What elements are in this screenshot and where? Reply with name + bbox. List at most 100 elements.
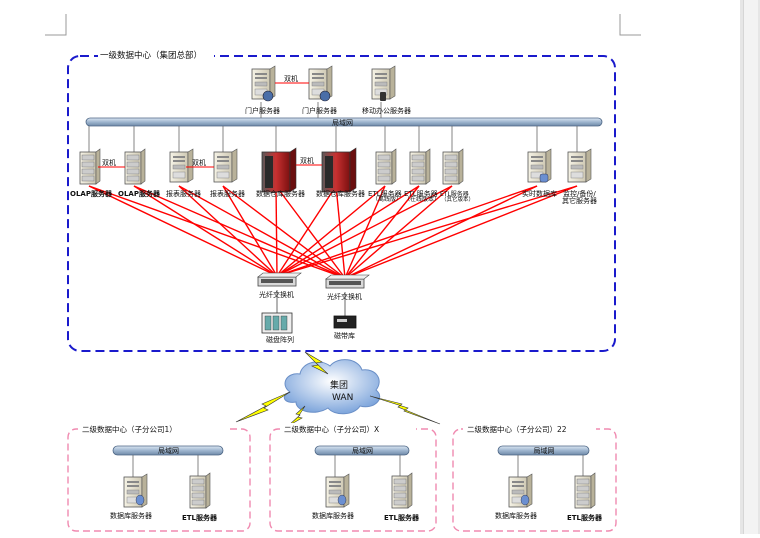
top-server-portal-1 bbox=[251, 65, 276, 118]
branch-lan-bar bbox=[314, 445, 410, 456]
server-label-9: ETL服务器 bbox=[440, 190, 469, 198]
page-corner-marks bbox=[45, 14, 641, 36]
server-label-8: ETL服务器 bbox=[404, 189, 438, 198]
disk-array-label: 磁盘阵列 bbox=[266, 335, 294, 344]
fiber-links bbox=[88, 185, 578, 279]
hq-lan-label: 局域网 bbox=[332, 118, 353, 127]
server-label-3: 报表服务器 bbox=[166, 189, 201, 198]
branch-lan-label: 局域网 bbox=[158, 446, 179, 455]
fiber-link bbox=[133, 185, 278, 277]
fiber-link bbox=[275, 185, 346, 279]
server-label-6: 数据仓库服务器 bbox=[316, 189, 365, 198]
server-6 bbox=[321, 126, 357, 193]
branch-db-server bbox=[508, 473, 533, 508]
branch-db-server bbox=[325, 473, 350, 508]
scrollbar-thumb[interactable] bbox=[743, 0, 758, 534]
dual-label-olap: 双机 bbox=[102, 158, 116, 167]
fiber-link bbox=[178, 185, 278, 277]
portal-label-1: 门户服务器 bbox=[245, 106, 280, 115]
branch-etl-label: ETL服务器 bbox=[384, 513, 420, 522]
branch-db-label: 数据库服务器 bbox=[110, 511, 152, 520]
server-7 bbox=[375, 126, 397, 185]
fiber-link bbox=[344, 185, 420, 279]
hq-title: 一级数据中心（集团总部） bbox=[100, 50, 202, 61]
network-diagram: 一级数据中心（集团总部） 局域网 门户服务器 门户服务器 双机 移动办公服务器 … bbox=[45, 14, 641, 532]
fiber-link bbox=[344, 185, 453, 279]
wan-line2: WAN bbox=[332, 393, 353, 403]
hq-frame bbox=[67, 55, 616, 352]
fiber-link bbox=[344, 185, 538, 279]
tape-library bbox=[333, 315, 357, 329]
branch-db-label: 数据库服务器 bbox=[495, 511, 537, 520]
fiber-link bbox=[276, 185, 578, 277]
etl1-sub: （离线版） bbox=[372, 195, 402, 203]
branch-title: 二级数据中心（子分公司）22 bbox=[467, 424, 567, 434]
server-4 bbox=[213, 126, 238, 183]
top-server-mobile bbox=[371, 65, 396, 118]
fiber-link bbox=[275, 185, 278, 277]
branch-lan-label: 局域网 bbox=[534, 446, 555, 455]
branch-db-server bbox=[123, 473, 148, 508]
fiber-link bbox=[344, 185, 578, 279]
fiber-link bbox=[222, 185, 346, 279]
server-label-5: 数据仓库服务器 bbox=[256, 189, 305, 198]
server-8 bbox=[409, 126, 431, 185]
fiber-link bbox=[222, 185, 278, 277]
fiber-link bbox=[335, 185, 346, 279]
server-3 bbox=[169, 126, 194, 183]
portal-label-2: 门户服务器 bbox=[302, 106, 337, 115]
branch-title: 二级数据中心（子分公司1） bbox=[82, 424, 177, 434]
server-label-2: OLAP服务器 bbox=[118, 189, 161, 198]
branch-lan-bar bbox=[112, 445, 224, 456]
fiber-link bbox=[276, 185, 337, 277]
branch-title: 二级数据中心（子分公司）X bbox=[284, 424, 379, 434]
switch-label-2: 光纤交换机 bbox=[327, 292, 362, 301]
fiber-link bbox=[133, 185, 346, 279]
server-label-7: ETL服务器 bbox=[368, 189, 402, 198]
backup-sub: 其它服务器 bbox=[562, 196, 597, 205]
branch-db-label: 数据库服务器 bbox=[312, 511, 354, 520]
etl2-sub: （在线版本） bbox=[404, 195, 440, 203]
branch-frame bbox=[452, 428, 617, 532]
fiber-link bbox=[276, 185, 453, 277]
server-label-4: 报表服务器 bbox=[210, 189, 245, 198]
branch-lan-bar bbox=[497, 445, 590, 456]
fiber-switch-1 bbox=[257, 272, 302, 287]
mobile-label: 移动办公服务器 bbox=[362, 106, 411, 115]
server-10 bbox=[527, 126, 552, 183]
document-page: 一级数据中心（集团总部） 局域网 门户服务器 门户服务器 双机 移动办公服务器 … bbox=[45, 14, 641, 532]
top-server-portal-2 bbox=[308, 65, 333, 118]
branch-etl-server bbox=[189, 472, 211, 509]
switch-label-1: 光纤交换机 bbox=[259, 290, 294, 299]
dual-label-report: 双机 bbox=[192, 158, 206, 167]
server-11 bbox=[567, 126, 592, 183]
branch-etl-server bbox=[391, 472, 413, 509]
fiber-link bbox=[88, 185, 278, 277]
wan-cloud bbox=[283, 359, 381, 415]
etl3-sub: （其它版本） bbox=[441, 195, 474, 203]
server-1 bbox=[79, 126, 101, 185]
branch-frame bbox=[67, 428, 251, 532]
wan-line1: 集团 bbox=[330, 379, 348, 391]
branch-etl-server bbox=[574, 472, 596, 509]
branch-etl-label: ETL服务器 bbox=[567, 513, 603, 522]
server-label-1: OLAP服务器 bbox=[70, 189, 113, 198]
disk-array bbox=[261, 312, 293, 334]
server-label-11: 监控/备份/ bbox=[563, 189, 596, 198]
fiber-link bbox=[276, 185, 386, 277]
server-2 bbox=[124, 126, 146, 185]
branch-lan-label: 局域网 bbox=[352, 446, 373, 455]
branch-etl-label: ETL服务器 bbox=[182, 513, 218, 522]
fiber-link bbox=[178, 185, 346, 279]
server-9 bbox=[442, 126, 464, 185]
tape-library-label: 磁带库 bbox=[334, 331, 355, 340]
fiber-link bbox=[276, 185, 538, 277]
hq-lan-bar bbox=[85, 117, 603, 127]
fiber-link bbox=[344, 185, 386, 279]
dual-label-dw: 双机 bbox=[300, 156, 314, 165]
server-5 bbox=[261, 126, 297, 193]
